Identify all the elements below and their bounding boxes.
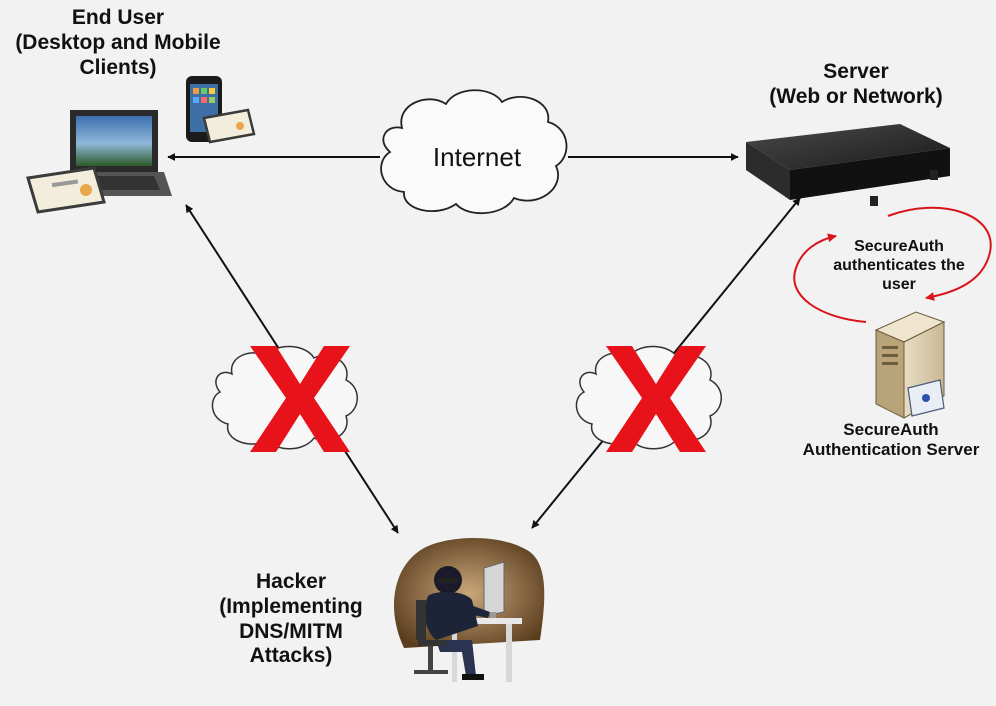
blocked-x-left-icon [250, 346, 350, 452]
auth-loop-arrow-up [793, 233, 867, 323]
hacker-illustration [393, 538, 545, 682]
auth-server-title: SecureAuth [843, 420, 939, 439]
end-user-subtitle-2: Clients) [79, 55, 157, 79]
secureauth-note-line-3: user [882, 275, 916, 293]
auth-server-label: SecureAuth Authentication Server [786, 420, 996, 460]
server-title: Server [823, 60, 889, 83]
hacker-label: Hacker (Implementing DNS/MITM Attacks) [206, 570, 376, 669]
secureauth-note-line-2: authenticates the [833, 256, 965, 274]
end-user-title: End User [71, 6, 165, 29]
blocked-x-right-icon [606, 346, 706, 452]
auth-loop-arrow-down [887, 206, 992, 301]
hacker-subtitle-1: (Implementing [219, 594, 363, 618]
server-subtitle: (Web or Network) [769, 84, 943, 108]
hacker-subtitle-2: DNS/MITM [239, 619, 343, 643]
internet-cloud-icon [380, 89, 568, 215]
secureauth-note-line-1: SecureAuth [854, 238, 944, 255]
end-user-subtitle-1: (Desktop and Mobile [15, 30, 221, 54]
phone-certificate-icon [202, 108, 256, 144]
hacker-title: Hacker [255, 570, 327, 593]
certificate-icon [26, 166, 106, 214]
auth-badge-icon [907, 379, 945, 417]
internet-label: Internet [432, 142, 522, 172]
secureauth-note: SecureAuth authenticates the user [814, 238, 984, 295]
rack-server-icon [746, 124, 950, 206]
auth-server-subtitle: Authentication Server [802, 440, 980, 460]
server-label: Server (Web or Network) [736, 60, 976, 110]
hacker-subtitle-3: Attacks) [249, 644, 333, 668]
end-user-label: End User (Desktop and Mobile Clients) [0, 6, 236, 80]
